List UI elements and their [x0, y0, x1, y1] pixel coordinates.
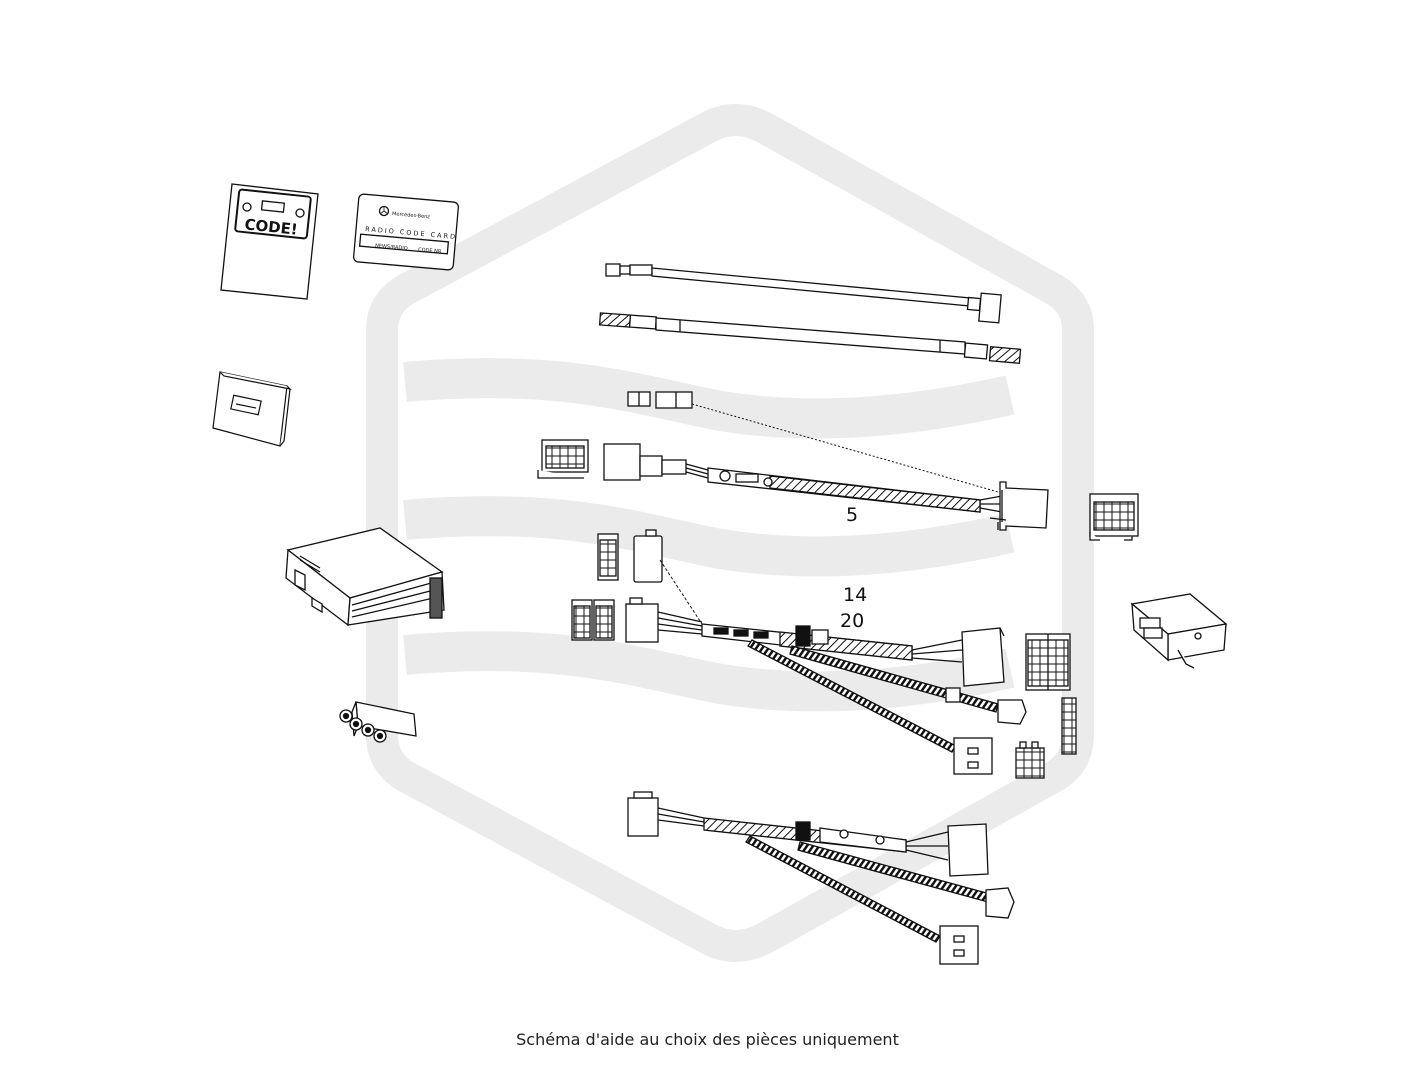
code-manual: CODE! [220, 183, 319, 300]
card-box-label2: CODE NR [418, 247, 442, 255]
antenna-cable-2 [598, 312, 1022, 364]
connector-set-right [1015, 633, 1077, 779]
card-box-label: NEWS/RADIO [375, 243, 408, 252]
diagram-caption: Schéma d'aide au choix des pièces unique… [516, 1030, 899, 1049]
callout-14: 14 [843, 584, 867, 606]
operating-booklet [212, 371, 292, 447]
harness-bottom [627, 791, 1015, 965]
small-clips [627, 391, 1006, 495]
code-manual-title: CODE! [244, 215, 299, 238]
harness-14-20: 14 20 [657, 559, 1027, 775]
radio-unit [285, 527, 445, 627]
radio-code-card: Mercedes-Benz RADIO CODE CARD NEWS/RADIO… [352, 193, 460, 271]
harness-5 [537, 439, 1049, 531]
callout-5: 5 [846, 504, 858, 526]
right-block-connector [1089, 493, 1139, 541]
control-module [1130, 593, 1228, 669]
connector-set-upper [571, 529, 663, 643]
callout-20: 20 [840, 610, 864, 632]
plug-connector [339, 701, 417, 743]
card-brand: Mercedes-Benz [392, 211, 431, 220]
antenna-cable-1 [605, 263, 1002, 324]
